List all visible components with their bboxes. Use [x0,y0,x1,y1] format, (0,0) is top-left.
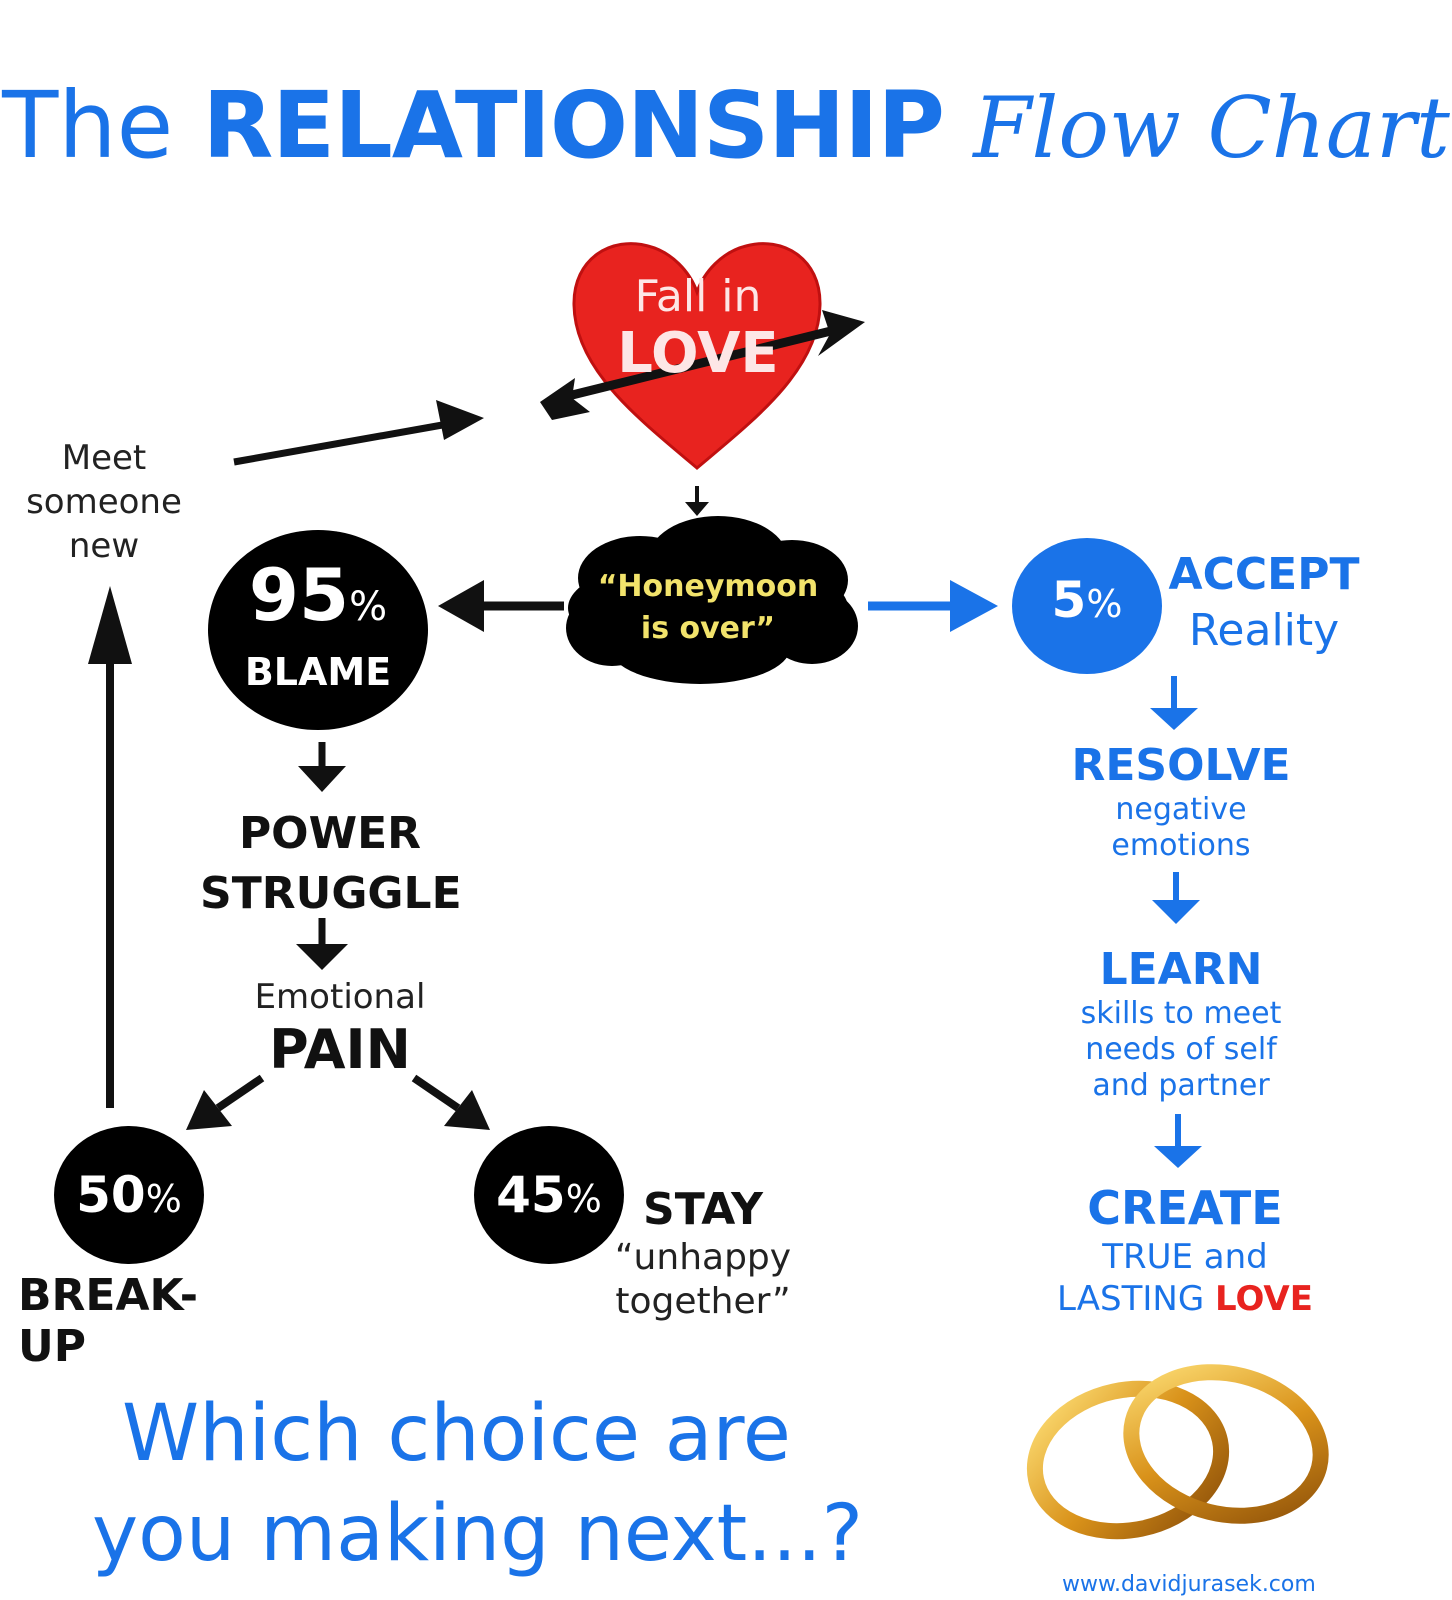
stay-label: STAY “unhappy together” [608,1184,798,1324]
stay-title: STAY [643,1184,763,1235]
power-struggle-label: POWER STRUGGLE [200,804,462,924]
learn-line3: and partner [1092,1068,1270,1103]
blame-label: BLAME [244,650,392,694]
honeymoon-label: “Honeymoon is over” [578,566,838,650]
question-line1: Which choice are [122,1389,791,1479]
title-part-the: The [2,72,174,179]
stay-circle: 45% [474,1126,624,1264]
arrow-resolve-to-learn [1152,872,1200,924]
arrow-meet-to-love [233,420,449,466]
emotional-text: Emotional [254,977,426,1017]
honeymoon-line2: is over” [640,611,776,646]
title-part-relationship: RELATIONSHIP [202,72,944,179]
honeymoon-line1: “Honeymoon [597,569,819,604]
fall-in-text: Fall in [634,271,762,322]
learn-block: LEARN skills to meet needs of self and p… [1056,944,1306,1104]
stay-line1: “unhappy [614,1237,792,1278]
power-line: POWER [238,808,422,859]
arrow-learn-to-create [1154,1114,1202,1168]
create-line2: LASTING LOVE [1057,1279,1313,1319]
accept-sub: Reality [1188,605,1340,656]
meet-someone-new-label: Meet someone new [26,438,182,566]
accept-title: ACCEPT [1168,549,1360,600]
arrow-pain-to-stay [411,1074,461,1112]
blame-percent: 95% [248,553,388,637]
create-title: CREATE [1087,1181,1283,1235]
stay-line2: together” [615,1281,791,1322]
resolve-line2: emotions [1111,828,1251,863]
blame-circle: 95% BLAME [208,530,428,730]
stay-percent: 45% [496,1166,602,1224]
wedding-rings-icon [1026,1364,1329,1540]
learn-line2: needs of self [1085,1032,1277,1067]
resolve-block: RESOLVE negative emotions [1056,740,1306,864]
pain-text: PAIN [269,1018,411,1081]
question-line2: you making next...? [92,1489,864,1579]
learn-title: LEARN [1099,944,1263,995]
accept-circle: 5% [1012,538,1162,674]
title-part-flow-chart: Flow Chart [973,79,1450,177]
breakup-percent: 50% [76,1166,182,1224]
create-line1: TRUE and [1102,1237,1268,1277]
fall-in-love-label: Fall in LOVE [584,272,812,386]
love-text: LOVE [617,321,779,386]
resolve-line1: negative [1115,792,1247,827]
breakup-label: BREAK-UP [18,1270,199,1372]
create-block: CREATE TRUE and LASTING LOVE [1040,1180,1330,1320]
honeymoon-cloud-shape [566,516,858,684]
breakup-circle: 50% [54,1126,204,1264]
website-link[interactable]: www.davidjurasek.com [1062,1572,1316,1597]
page-title: The RELATIONSHIP Flow Chart [0,72,1452,179]
emotional-pain-label: Emotional PAIN [220,976,460,1082]
accept-label: ACCEPT Reality [1164,548,1364,660]
arrow-accept-to-resolve [1150,676,1198,730]
resolve-title: RESOLVE [1071,740,1291,791]
cupid-arrow-icon [540,310,865,420]
closing-question: Which choice are you making next...? [92,1384,942,1584]
learn-line1: skills to meet [1080,996,1282,1031]
arrow-pain-to-breakup [215,1074,265,1112]
struggle-line: STRUGGLE [200,868,462,919]
accept-percent: 5% [1051,571,1123,629]
